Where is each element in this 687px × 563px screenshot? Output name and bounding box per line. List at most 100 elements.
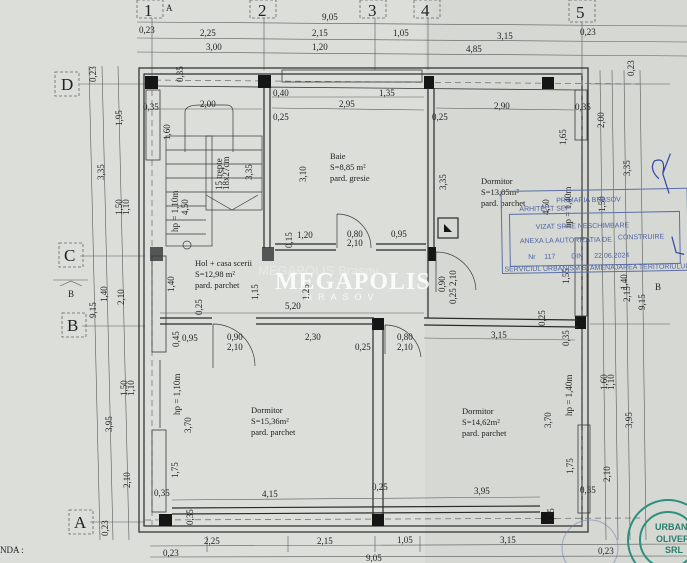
dim: 0,23 xyxy=(163,548,179,558)
dim: 1,10 xyxy=(121,199,131,215)
staircase: 15 trepte 18x27cm 3,35 hp = 1,10m 4,50 xyxy=(165,104,263,250)
stamp-title: VIZAT SPRE NESCHIMBARE xyxy=(536,222,630,231)
room-area: S=14,62m² xyxy=(462,417,500,427)
room-dormitor-ne: Dormitor S=13,05m² pard. parchet xyxy=(481,176,526,208)
dim: 0,25 xyxy=(537,310,547,326)
watermark-ghost: MEGAPOLIS Brasov xyxy=(258,263,379,278)
signature-ink-2 xyxy=(671,236,685,255)
dim: 1,40 xyxy=(99,286,109,302)
doors xyxy=(212,213,477,368)
room-floor: pard. parchet xyxy=(251,427,296,437)
dim: 1,20 xyxy=(297,230,313,240)
dim: 1,35 xyxy=(379,88,395,98)
dim: 2,25 xyxy=(204,536,220,546)
section-marker-right: B xyxy=(655,282,661,292)
room-name: Dormitor xyxy=(481,176,513,186)
right-dimensions: 0,23 2,15 1,40 9,15 B 1,60 1,10 3,95 2,1… xyxy=(590,60,670,541)
dim: 2,10 xyxy=(448,270,458,286)
dim: 1,75 xyxy=(565,458,575,474)
dim: 0,90 xyxy=(227,332,243,342)
dim: 2,90 xyxy=(494,101,510,111)
dim: 0,90 xyxy=(437,276,447,292)
dim: 2,10 xyxy=(122,472,132,488)
room-area: S=15,36m² xyxy=(251,416,289,426)
dim: 0,40 xyxy=(273,88,289,98)
stairs-steps: 15 trepte xyxy=(214,158,224,190)
dim: 0,23 xyxy=(139,25,155,35)
top-dimensions: 9,05 0,23 0,23 2,25 2,15 1,05 3,15 3,00 … xyxy=(136,12,687,70)
dim: hp = 1,10m xyxy=(172,374,182,415)
dim: 2,10 xyxy=(397,342,413,352)
dim: 1,55 xyxy=(561,268,571,284)
watermark-brand: MEGAPOLIS xyxy=(275,269,431,295)
room-baie: Baie S=8,85 m² pard. gresie xyxy=(330,151,370,183)
dim: 1,25 xyxy=(301,284,311,300)
dim: 0,23 xyxy=(100,520,110,536)
dim: 4,85 xyxy=(466,44,482,54)
dim: 2,15 xyxy=(317,536,333,546)
room-floor: pard. gresie xyxy=(330,173,370,183)
dim: 0,35 xyxy=(143,102,159,112)
dim: 4,50 xyxy=(541,199,551,215)
dim: hp = 1,40m xyxy=(563,187,573,228)
stamp-footer: SERVICIUL URBANISM SI AMENAJAREA TERITOR… xyxy=(504,263,687,273)
stamp-date-label: DIN xyxy=(571,253,583,260)
paper-fold-shade xyxy=(425,0,687,563)
dim: 3,35 xyxy=(622,160,632,176)
dim: 1,15 xyxy=(250,284,260,300)
dim: 0,45 xyxy=(171,331,181,347)
room-floor: pard. parchet xyxy=(481,198,526,208)
structural-columns xyxy=(145,75,586,526)
axis-5-label: 5 xyxy=(576,3,585,22)
room-dormitor-sw: Dormitor S=15,36m² pard. parchet xyxy=(251,405,296,437)
dim: 0,15 xyxy=(284,232,294,248)
dim: 3,95 xyxy=(474,486,490,496)
dim: 1,50 xyxy=(114,199,124,215)
axis-markers-left: D C B B A xyxy=(53,71,94,535)
dim: 0,25 xyxy=(273,112,289,122)
dim: 1,10 xyxy=(126,380,136,396)
dim: 4,15 xyxy=(262,489,278,499)
dim: 0,95 xyxy=(182,333,198,343)
dim: 0,35 xyxy=(546,508,556,524)
left-dimensions: 0,23 3,35 1,95 1,50 1,10 9,15 1,40 2,10 … xyxy=(80,66,145,541)
axis-b-label: B xyxy=(67,316,78,335)
dim: 1,40 xyxy=(166,276,176,292)
stamp-line3-value: CONSTRUIRE xyxy=(618,234,665,242)
stamp-line1: PRIMARIA BRASOV xyxy=(556,196,621,204)
dim: 1,05 xyxy=(393,28,409,38)
dim: 0,23 xyxy=(626,60,636,76)
interior-walls xyxy=(160,88,579,515)
axis-3-label: 3 xyxy=(368,1,377,20)
axis-2-label: 2 xyxy=(258,1,267,20)
dim: 3,15 xyxy=(491,330,507,340)
dim: 1,95 xyxy=(114,110,124,126)
dim: 3,35 xyxy=(96,164,106,180)
stamp-date: 22.06.2024 xyxy=(594,252,629,260)
dim-total-left: 9,15 xyxy=(88,302,98,318)
dim: 0,35 xyxy=(561,330,571,346)
dim: 1,40 xyxy=(619,274,629,290)
room-name: Dormitor xyxy=(462,406,494,416)
dim: 1,75 xyxy=(170,462,180,478)
dim: 0,23 xyxy=(598,546,614,556)
dim: 5,20 xyxy=(285,301,301,311)
axis-c-label: C xyxy=(64,246,75,265)
bottom-dimensions: 2,25 2,15 1,05 3,15 0,23 9,05 0,23 NDA : xyxy=(0,535,687,563)
dim-total-top: 9,05 xyxy=(322,12,338,22)
dim: 3,00 xyxy=(206,42,222,52)
dim: 0,35 xyxy=(575,102,591,112)
dim: 0,25 xyxy=(448,288,458,304)
room-floor: pard. parchet xyxy=(462,428,507,438)
interior-dimensions: 0,35 2,00 0,40 2,95 1,35 2,90 0,25 0,25 … xyxy=(143,66,632,525)
dim: 0,95 xyxy=(391,229,407,239)
section-marker-left: B xyxy=(68,289,74,299)
dim: 3,15 xyxy=(497,31,513,41)
axis-1-label: 1 xyxy=(144,1,153,20)
dim: 1,60 xyxy=(599,374,609,390)
stairs-rail-height: hp = 1,10m xyxy=(170,191,180,232)
dim: 0,35 xyxy=(154,488,170,498)
dim: 3,70 xyxy=(183,417,193,433)
room-floor: pard. parchet xyxy=(195,280,240,290)
